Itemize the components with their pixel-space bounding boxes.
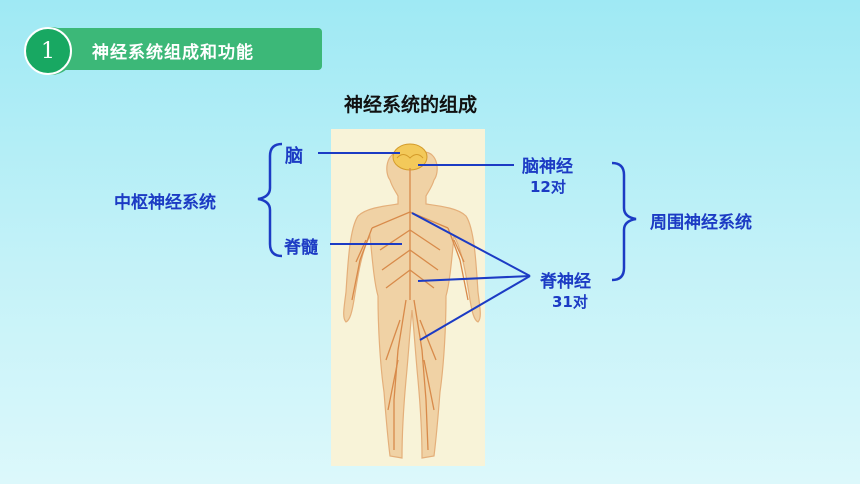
cranial-nerves-label: 脑神经 <box>522 157 573 177</box>
left-brace <box>257 142 283 258</box>
body-silhouette <box>343 151 481 459</box>
section-header-bar <box>28 28 322 70</box>
spinal-cord-label: 脊髓 <box>284 238 318 258</box>
pointer-spinal-nerve-1 <box>411 212 531 277</box>
section-number-badge: 1 <box>24 27 72 75</box>
nerve-lines <box>351 168 469 451</box>
peripheral-nervous-system-label: 周围神经系统 <box>650 213 752 233</box>
right-brace <box>611 161 637 282</box>
central-nervous-system-label: 中枢神经系统 <box>114 193 216 213</box>
diagram-title: 神经系统的组成 <box>344 94 478 116</box>
cranial-nerves-count: 12对 <box>530 178 566 196</box>
spinal-nerves-count: 31对 <box>552 293 588 311</box>
section-title: 神经系统组成和功能 <box>92 43 254 63</box>
spinal-nerves-label: 脊神经 <box>540 272 591 292</box>
pointer-spinal-nerve-3 <box>419 275 531 341</box>
brain-label: 脑 <box>285 146 303 167</box>
pointer-spinal-nerve-2 <box>417 275 531 282</box>
